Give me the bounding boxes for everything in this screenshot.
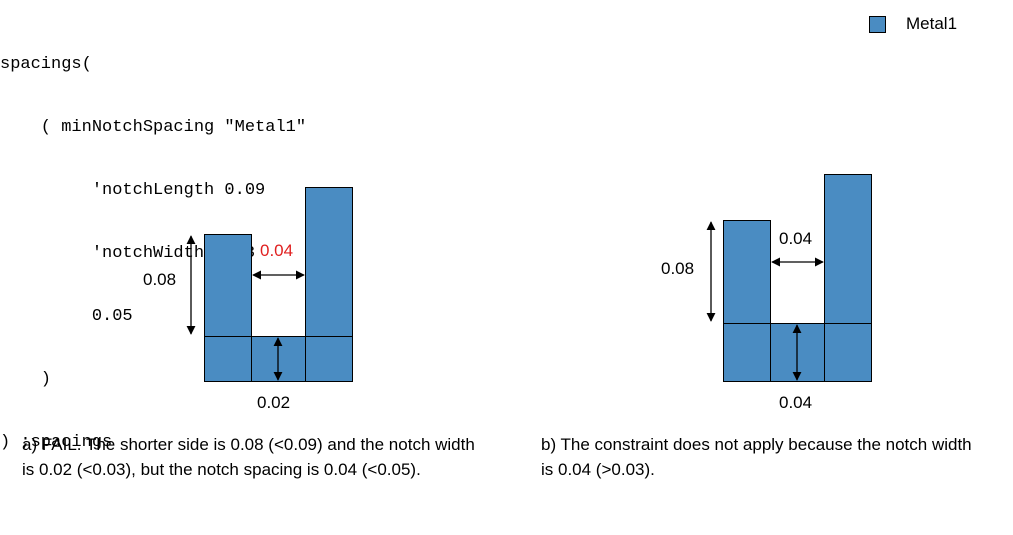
metal1-shape-b	[723, 174, 872, 382]
caption-b: b) The constraint does not apply because…	[541, 435, 972, 479]
code-line: 0.05	[0, 307, 133, 326]
spacing-label-b: 0.04	[779, 229, 812, 248]
right-prong-a	[305, 187, 353, 337]
code-line: ( minNotchSpacing "Metal1"	[0, 118, 307, 137]
height-label-a: 0.08	[143, 270, 176, 289]
left-prong-a	[204, 234, 252, 337]
caption-a: a) FAIL. The shorter side is 0.08 (<0.09…	[22, 435, 475, 479]
right-prong-b	[824, 174, 872, 324]
left-prong-b	[723, 220, 771, 324]
width-label-a: 0.02	[257, 393, 290, 412]
height-label-b: 0.08	[661, 259, 694, 278]
diagram-b: 0.08 0.04 0.04	[661, 174, 872, 412]
code-line: ) ;spacings	[0, 433, 113, 452]
base-right-a	[305, 336, 353, 382]
base-left-b	[723, 323, 771, 382]
legend-swatch	[869, 15, 886, 33]
width-label-b: 0.04	[779, 393, 812, 412]
code-line: 'notchLength 0.09	[0, 181, 266, 200]
diagram-a: 0.08 0.04 0.02	[143, 187, 353, 412]
metal1-shape-a	[204, 187, 353, 382]
base-left-a	[204, 336, 252, 382]
code-line: spacings(	[0, 55, 92, 74]
base-right-b	[824, 323, 872, 382]
legend-label: Metal1	[906, 14, 958, 33]
spacing-label-a: 0.04	[260, 241, 293, 260]
code-line: )	[0, 370, 52, 389]
legend: Metal1	[869, 14, 957, 34]
